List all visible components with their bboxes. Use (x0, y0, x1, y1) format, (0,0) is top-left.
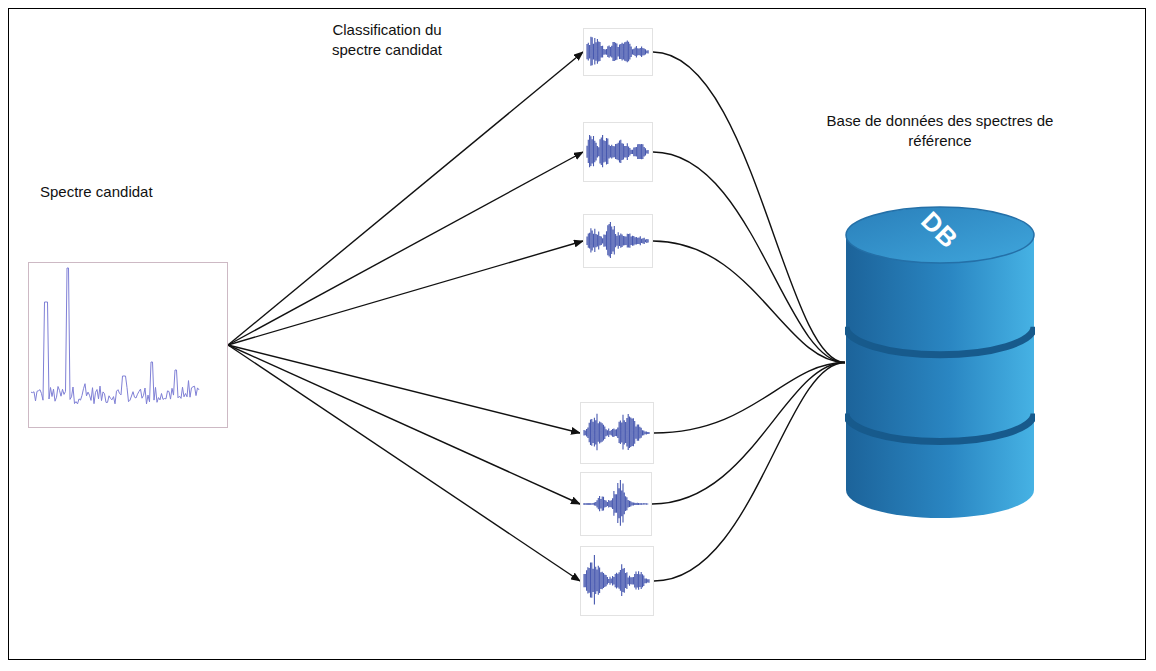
waveform-thumbnail (580, 472, 652, 536)
database-cylinder: Base de données des spectres de référenc… (845, 205, 1035, 520)
spectrum-art (28, 262, 228, 428)
connector-arrow (653, 52, 845, 363)
connector-arrow (653, 152, 845, 363)
db-art (845, 205, 1035, 520)
wave-art (580, 546, 654, 616)
connector-arrow (654, 363, 845, 582)
connector-arrow (228, 345, 580, 581)
connector-arrow (652, 363, 845, 505)
connector-arrow (228, 241, 583, 345)
connector-arrow (228, 52, 583, 345)
connector-arrow (653, 241, 845, 363)
node-heading: Base de données des spectres de référenc… (800, 111, 1080, 150)
wave-art (583, 28, 653, 76)
connector-arrow (228, 345, 580, 504)
node-heading: Spectre candidat (40, 182, 153, 202)
wave-art (580, 402, 654, 464)
wave-art (580, 472, 652, 536)
connector-arrow (228, 345, 580, 433)
waveform-thumbnail (580, 402, 654, 464)
wave-art (583, 122, 653, 182)
connector-arrow (228, 152, 583, 345)
waveform-thumbnail (583, 214, 653, 268)
waveform-thumbnail (583, 28, 653, 76)
spectrum-plot: Spectre candidat (28, 262, 228, 428)
waveform-thumbnail (580, 546, 654, 616)
wave-art (583, 214, 653, 268)
stage-label: Classification du spectre candidat (312, 20, 462, 59)
waveform-thumbnail (583, 122, 653, 182)
